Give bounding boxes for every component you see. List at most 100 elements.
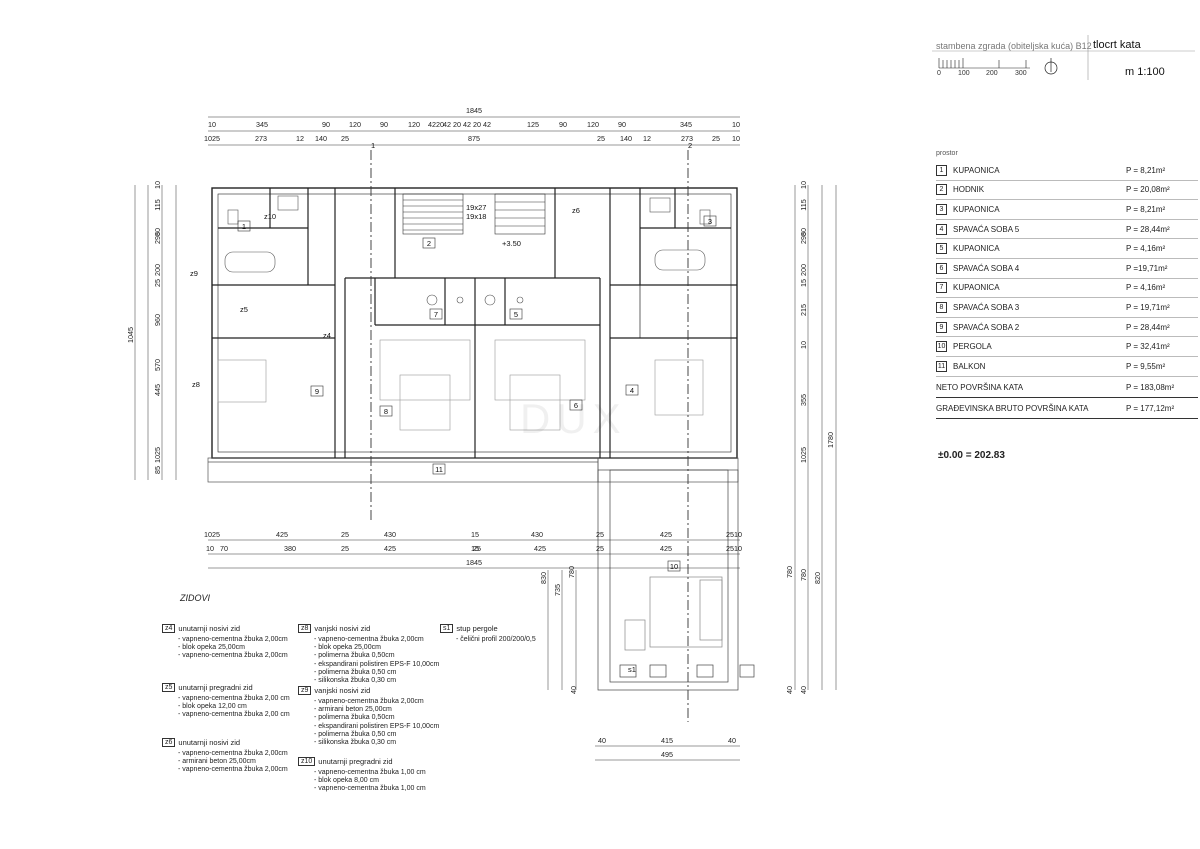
dimension-value: 495 <box>661 750 673 759</box>
wall-layer: - polimerna žbuka 0,50cm <box>314 652 395 660</box>
dimension-value: 15 <box>799 279 808 287</box>
dimension-value: 40 <box>799 686 808 694</box>
dimension-value: 1845 <box>466 106 482 115</box>
watermark: DUX <box>520 395 627 442</box>
room-area: P = 4,16m² <box>1126 244 1166 254</box>
wall-name: vanjski nosivi zid <box>314 686 371 695</box>
room-number-tag: 10 <box>670 562 678 571</box>
north-arrow-icon <box>1044 58 1058 75</box>
dimension-value: 295 <box>799 232 808 244</box>
wall-type-tag: z8 <box>192 380 200 389</box>
room-name: KUPAONICA <box>953 204 1000 214</box>
room-name: BALKON <box>953 361 986 371</box>
room-number: 11 <box>936 360 947 372</box>
dimension-value: 425 <box>384 544 396 553</box>
room-number: 10 <box>936 341 947 353</box>
scale-tick-label: 100 <box>958 70 970 77</box>
dimension-value: 42 <box>443 120 451 129</box>
dimension-value: 200 <box>153 264 162 276</box>
dimension-value: 273 <box>255 134 267 143</box>
wall-layer: - blok opeka 25,00cm <box>314 644 381 652</box>
dimension-value: 25 <box>153 279 162 287</box>
dimension-value: 25 <box>596 530 604 539</box>
wall-code: z10 <box>298 757 316 766</box>
dimension-value: 15 <box>471 530 479 539</box>
sheet-title: tlocrt kata <box>1093 39 1141 51</box>
dimension-value: 140 <box>315 134 327 143</box>
project-title: stambena zgrada (obiteljska kuća) B12 <box>936 41 1092 51</box>
wall-layer: - čelični profil 200/200/0,5 <box>456 636 536 643</box>
room-name: KUPAONICA <box>953 283 1000 293</box>
dimension-value: 10 <box>799 341 808 349</box>
wall-code: z4 <box>162 624 176 633</box>
wall-layer: - vapneno-cementna žbuka 2,00cm <box>314 636 424 643</box>
dimension-value: 10 <box>732 134 740 143</box>
scale-bar <box>938 58 1030 69</box>
dimension-value: 125 <box>527 120 539 129</box>
dimension-value: 10 <box>799 181 808 189</box>
dimension-value: 80 <box>153 228 162 236</box>
dimension-value: 120 <box>408 120 420 129</box>
dimension-value: 20 <box>453 120 461 129</box>
room-name: KUPAONICA <box>953 165 1000 175</box>
dimension-value: 425 <box>660 530 672 539</box>
section-mark: 1 <box>371 141 375 150</box>
stair-note: 19x18 <box>466 212 486 221</box>
dimension-value: 215 <box>799 304 808 316</box>
dimension-value: 25 <box>341 530 349 539</box>
dimension-value: 345 <box>680 120 692 129</box>
dimension-value: 345 <box>256 120 268 129</box>
room-number-tag: 9 <box>315 387 319 396</box>
dimension-value: 1025 <box>204 530 220 539</box>
wall-code: z6 <box>162 738 176 747</box>
dimension-value: 20 <box>473 120 481 129</box>
dimension-value: 875 <box>468 134 480 143</box>
wall-type-tag: z5 <box>240 305 248 314</box>
section-line <box>370 150 689 722</box>
room-area: P = 32,41m² <box>1126 342 1170 352</box>
room-number-tag: 1 <box>242 222 246 231</box>
dimension-value: 295 <box>153 232 162 244</box>
room-area: P = 19,71m² <box>1126 302 1170 312</box>
dimension-value: 120 <box>349 120 361 129</box>
dimension-value: 425 <box>534 544 546 553</box>
wall-type-tag: s1 <box>628 665 636 674</box>
scale-tick-label: 300 <box>1015 70 1027 77</box>
dimension-value: 445 <box>153 384 162 396</box>
dimension-value: 780 <box>799 569 808 581</box>
wall-layer: - vapneno-cementna žbuka 2,00 cm <box>178 711 290 719</box>
dimension-value: 90 <box>559 120 567 129</box>
dimension-value: 115 <box>799 199 808 210</box>
dimension-value: 40 <box>569 686 578 694</box>
room-number-tag: 2 <box>427 239 431 248</box>
dimension-value: 820 <box>813 572 822 584</box>
dimension-value: 830 <box>539 572 548 584</box>
dimension-value: 25 <box>597 134 605 143</box>
room-number-tag: 7 <box>434 310 438 319</box>
wall-name: stup pergole <box>456 624 498 633</box>
wall-layer: - vapneno-cementna žbuka 2,00cm <box>178 652 288 660</box>
dimension-value: 42 <box>483 120 491 129</box>
dimension-value: 40 <box>785 686 794 694</box>
dimension-value: 735 <box>553 584 562 596</box>
dimension-value: 120 <box>587 120 599 129</box>
dimension-value: 570 <box>153 359 162 371</box>
furniture <box>217 339 704 431</box>
room-name: KUPAONICA <box>953 244 1000 254</box>
wall-layer: - polimerna žbuka 0,50 cm <box>314 668 397 676</box>
stair-note: 19x27 <box>466 203 486 212</box>
room-number: 1 <box>936 164 947 176</box>
dimension-value: 1780 <box>826 432 835 448</box>
level-mark: +3.50 <box>502 239 521 248</box>
room-number: 7 <box>936 282 947 294</box>
wall-layer: - polimerna žbuka 0,50 cm <box>314 730 397 738</box>
wall-layer: - vapneno-cementna žbuka 1,00 cm <box>314 769 426 776</box>
